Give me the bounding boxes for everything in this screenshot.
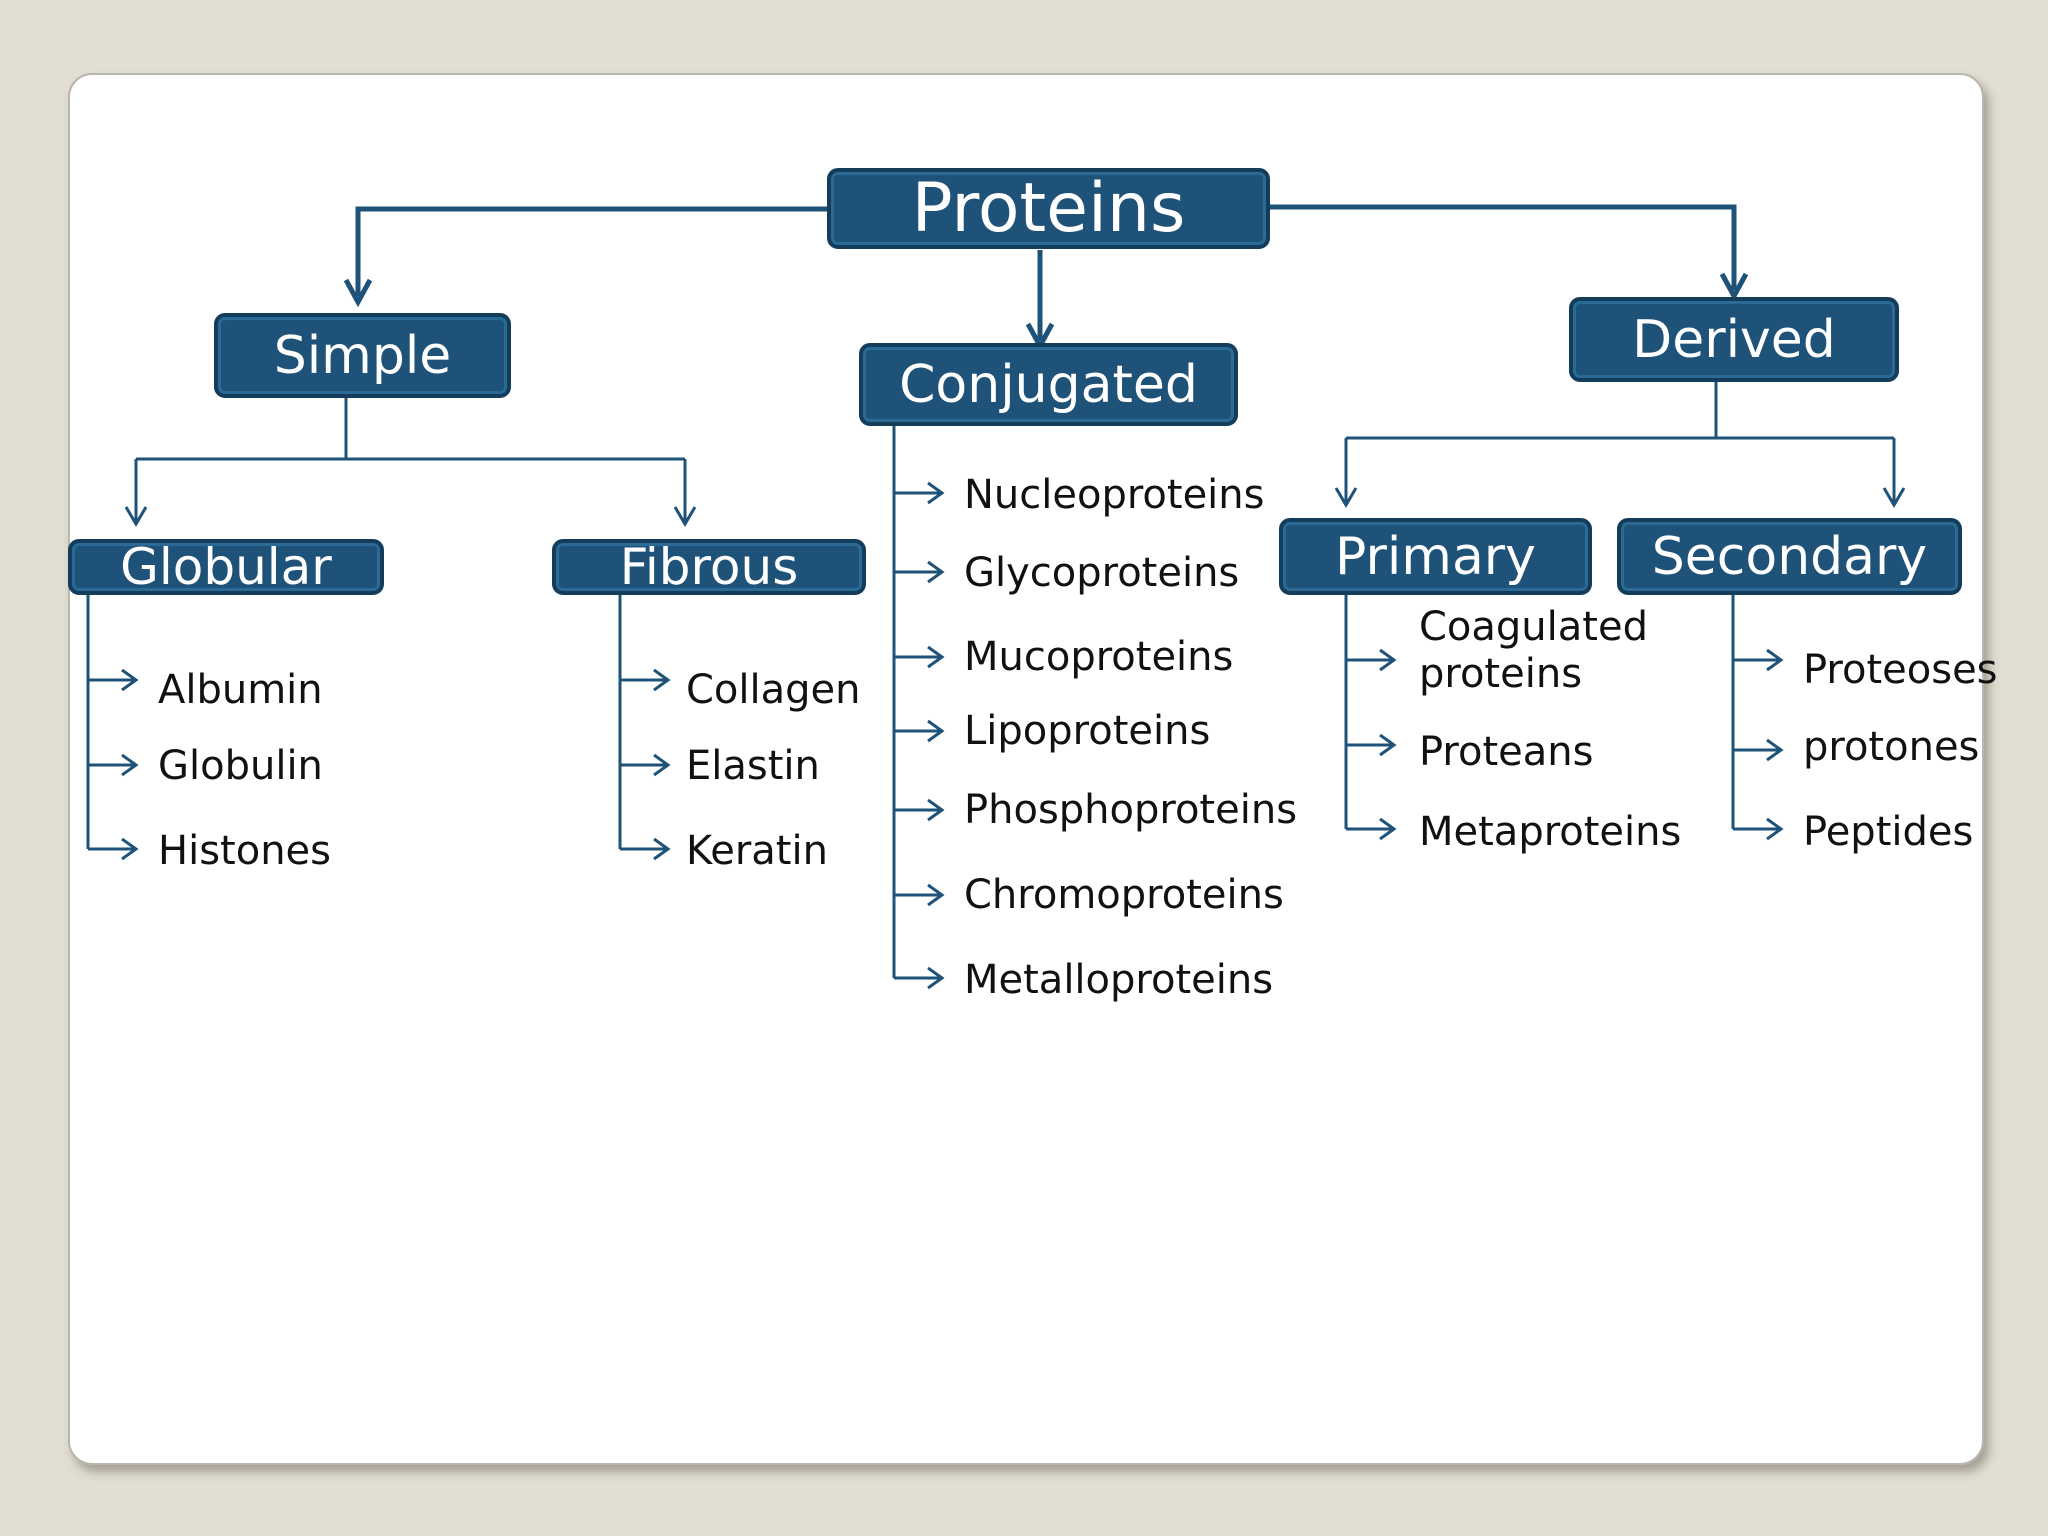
arrowhead-fibrous	[673, 506, 697, 527]
leaf-item: Metalloproteins	[964, 957, 1274, 1003]
item-arrowhead	[653, 668, 671, 692]
item-arrowhead	[927, 966, 945, 990]
leaf-item: Chromoproteins	[964, 872, 1284, 918]
node-secondary: Secondary	[1617, 518, 1962, 595]
leaf-item: Collagen	[686, 667, 861, 713]
node-proteins: Proteins	[827, 168, 1270, 249]
node-conjugated: Conjugated	[859, 343, 1238, 426]
item-arrowhead	[121, 668, 139, 692]
leaf-item: Lipoproteins	[964, 708, 1211, 754]
arrowhead-primary	[1334, 487, 1358, 508]
item-arrowhead	[653, 753, 671, 777]
item-arrowhead	[927, 481, 945, 505]
connector-root-derived	[1268, 204, 1737, 290]
item-arrowhead	[1766, 648, 1784, 672]
leaf-item: Globulin	[158, 743, 323, 789]
leaf-item: Albumin	[158, 667, 323, 713]
item-arrowhead	[1379, 733, 1397, 757]
arrowhead-simple	[343, 278, 373, 308]
item-arrowhead	[653, 837, 671, 861]
arrowhead-globular	[124, 506, 148, 527]
leaf-item: Proteoses	[1803, 647, 1998, 693]
item-arrowhead	[1379, 648, 1397, 672]
item-arrowhead	[927, 883, 945, 907]
item-arrowhead	[927, 798, 945, 822]
node-primary: Primary	[1279, 518, 1592, 595]
arrowhead-derived	[1719, 272, 1749, 302]
leaf-item: Mucoproteins	[964, 634, 1234, 680]
item-arrowhead	[121, 837, 139, 861]
item-arrowhead	[927, 645, 945, 669]
leaf-item: Glycoproteins	[964, 550, 1240, 596]
leaf-item: Peptides	[1803, 809, 1974, 855]
arrowhead-secondary	[1882, 487, 1906, 508]
item-arrowhead	[1379, 817, 1397, 841]
item-arrowhead	[1766, 738, 1784, 762]
leaf-item: Phosphoproteins	[964, 787, 1298, 833]
node-fibrous: Fibrous	[552, 538, 866, 596]
node-globular: Globular	[68, 538, 384, 596]
leaf-item: Elastin	[686, 743, 820, 789]
leaf-item: Histones	[158, 828, 331, 874]
connector-root-simple	[355, 206, 829, 296]
leaf-item: Nucleoproteins	[964, 472, 1265, 518]
leaf-item: Keratin	[686, 828, 828, 874]
leaf-item: Metaproteins	[1419, 809, 1682, 855]
item-arrowhead	[927, 719, 945, 743]
leaf-item: Coagulated proteins	[1419, 604, 1648, 697]
item-arrowhead	[1766, 817, 1784, 841]
leaf-item: Proteans	[1419, 729, 1594, 775]
item-arrowhead	[121, 753, 139, 777]
leaf-item: protones	[1803, 724, 1980, 770]
node-simple: Simple	[214, 313, 511, 398]
node-derived: Derived	[1569, 297, 1899, 382]
item-arrowhead	[927, 560, 945, 584]
